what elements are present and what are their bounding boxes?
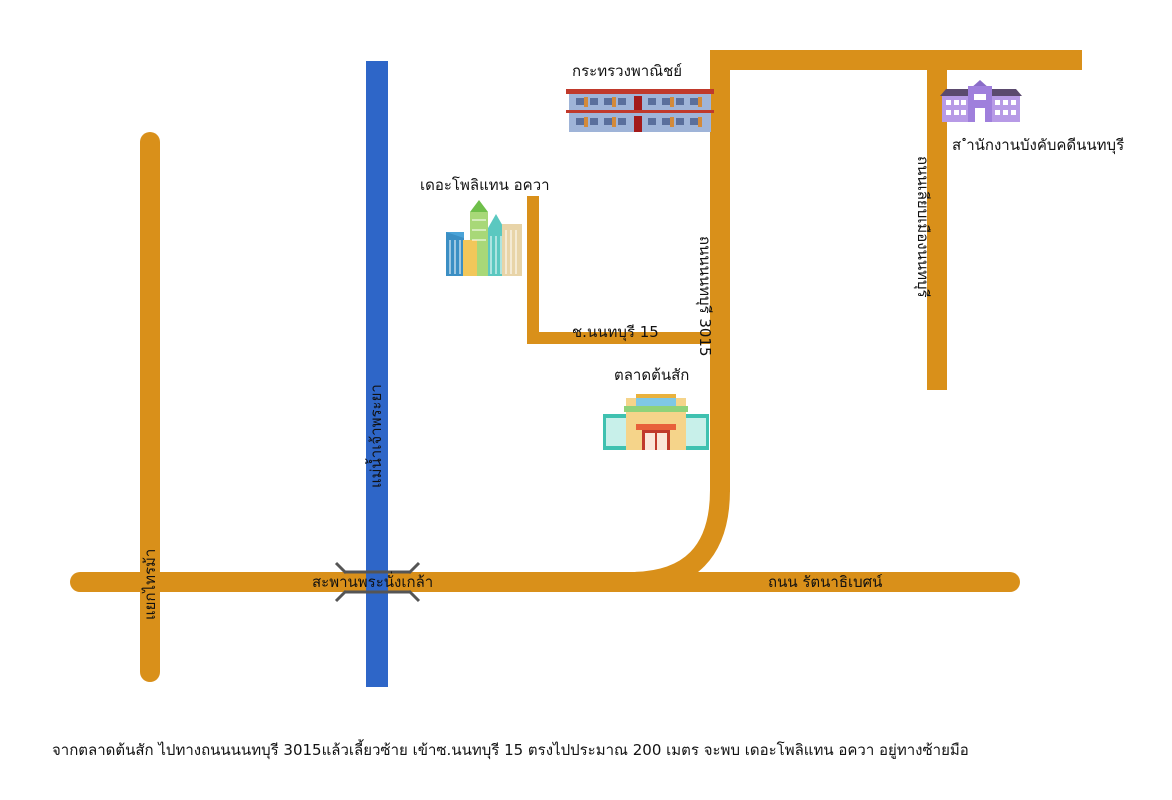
- soi-label: ช.นนทบุรี 15: [572, 323, 659, 341]
- road-rattanathibet: [70, 480, 730, 592]
- condo-towers-icon: [446, 200, 522, 276]
- rattanathibet-label: ถนน รัตนาธิเบศน์: [768, 573, 883, 591]
- roads: [70, 50, 1082, 682]
- bridge-label: สะพานพระนั่งเกล้า: [312, 573, 434, 591]
- soi-nonthaburi-15: [527, 196, 710, 344]
- office-building-icon: [566, 89, 714, 132]
- government-office-icon: [940, 80, 1022, 122]
- directions-text: จากตลาดต้นสัก ไปทางถนนนนทบุรี 3015แล้วเล…: [52, 741, 969, 759]
- left-road-label: แยกไทรม้า: [141, 548, 159, 620]
- enforcement-office-label: ส ำนักงานบังคับคดีนนทบุรี: [952, 136, 1125, 154]
- chao-phraya-river: [366, 61, 388, 687]
- condo-label: เดอะโพลิแทน อควา: [420, 176, 550, 194]
- road-nonthaburi-3015: [710, 50, 1082, 492]
- market-label: ตลาดต้นสัก: [614, 366, 690, 384]
- river-label: แม่น้ำเจ้าพระยา: [367, 384, 385, 488]
- road-3015-label: ถนนนนทบุรี 3015: [696, 236, 714, 357]
- bridge-icon: [334, 561, 421, 603]
- road-mueang-label: ถนนเลียบเมืองนนทบุรี: [914, 156, 932, 298]
- ministry-label: กระทรวงพาณิชย์: [572, 62, 683, 80]
- market-building-icon: [603, 394, 709, 450]
